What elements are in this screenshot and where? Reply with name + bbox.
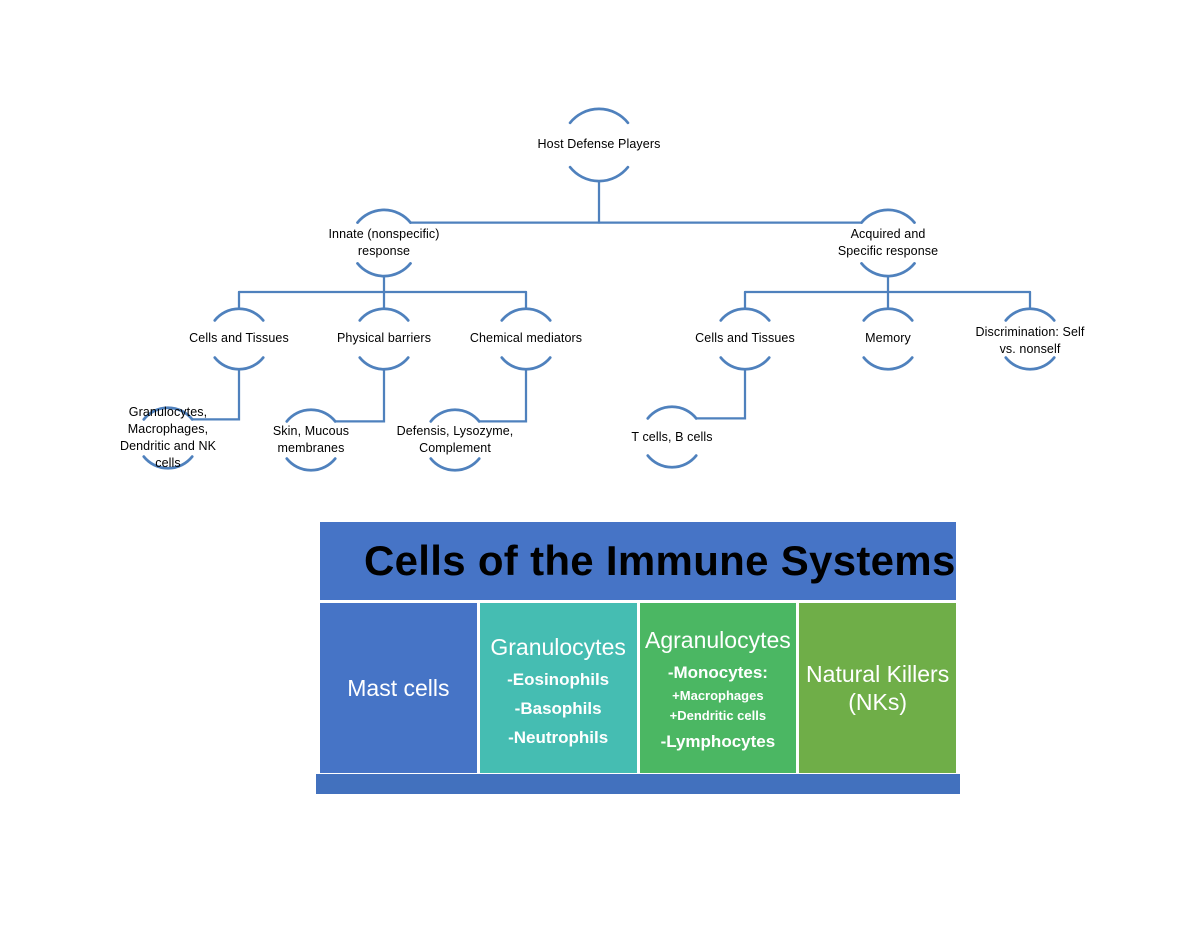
node-label-host: Host Defense Players — [537, 137, 661, 151]
connector-elbow-t-b-cells — [695, 368, 747, 420]
node-label-discrimination: Discrimination: Self vs. nonself — [975, 325, 1085, 356]
column-item-basophils: -Basophils — [514, 699, 602, 718]
column-item-neutrophils: -Neutrophils — [508, 728, 609, 747]
node-circle-innate — [356, 208, 412, 278]
node-circle-t-b-cells — [646, 405, 698, 469]
chart-title: Cells of the Immune Systems — [364, 537, 956, 584]
node-label-acquired: Acquired and Specific response — [837, 227, 939, 258]
node-circle-defensis — [429, 408, 481, 472]
column-item-lymphocytes: -Lymphocytes — [660, 732, 776, 751]
node-label-defensis: Defensis, Lysozyme, Complement — [396, 424, 514, 455]
node-label-chemical-mediators: Chemical mediators — [469, 331, 583, 345]
connector-elbow-defensis — [478, 368, 528, 423]
node-circle-cells-tissues-innate — [213, 307, 265, 371]
node-label-cells-tissues-acquired: Cells and Tissues — [695, 331, 795, 345]
column-heading-mast-cells: Mast cells — [347, 675, 450, 701]
hierarchy-tree-graphic — [142, 107, 1056, 472]
node-circle-memory — [862, 307, 914, 371]
tree-node-circles — [142, 107, 1056, 472]
node-circle-skin — [285, 408, 337, 472]
node-label-innate: Innate (nonspecific) response — [328, 227, 440, 258]
column-item-monocytes: -Monocytes: — [667, 663, 768, 682]
column-heading-agranulocytes: Agranulocytes — [645, 627, 791, 653]
chart-title-bar: Cells of the Immune Systems — [320, 522, 956, 600]
column-item-dendritic-cells: +Dendritic cells — [669, 708, 767, 723]
node-circle-cells-tissues-acquired — [719, 307, 771, 371]
column-heading-granulocytes: Granulocytes — [490, 634, 626, 660]
column-granulocytes: Granulocytes -Eosinophils -Basophils -Ne… — [479, 603, 637, 773]
node-circle-host — [568, 107, 630, 183]
node-label-physical-barriers: Physical barriers — [336, 331, 432, 345]
node-label-skin: Skin, Mucous membranes — [272, 424, 350, 455]
node-circle-physical-barriers — [358, 307, 410, 371]
column-heading-natural-killers: Natural Killers (NKs) — [806, 661, 950, 715]
immune-cells-chart: Cells of the Immune Systems Mast cells G… — [316, 522, 960, 794]
chart-footer-bar — [316, 774, 960, 794]
tree-connectors — [191, 180, 1032, 423]
connector-elbow-granulocytes — [191, 368, 241, 421]
column-item-eosinophils: -Eosinophils — [507, 670, 610, 689]
column-agranulocytes: Agranulocytes -Monocytes: +Macrophages +… — [639, 603, 797, 773]
connector-elbow-skin — [334, 368, 386, 423]
node-label-t-b-cells: T cells, B cells — [631, 430, 713, 444]
node-circle-discrimination — [1004, 307, 1056, 371]
node-circle-acquired — [860, 208, 916, 278]
node-label-memory: Memory — [865, 331, 911, 345]
node-circle-chemical-mediators — [500, 307, 552, 371]
node-label-granulocytes-leaf: Granulocytes, Macrophages, Dendritic and… — [119, 405, 217, 470]
column-item-macrophages: +Macrophages — [672, 688, 764, 703]
node-circle-granulocytes-leaf — [142, 406, 194, 470]
chart-columns: Mast cells Granulocytes -Eosinophils -Ba… — [320, 603, 956, 773]
column-mast-cells: Mast cells — [320, 603, 477, 773]
column-natural-killers: Natural Killers (NKs) — [799, 603, 956, 773]
node-label-cells-tissues-innate: Cells and Tissues — [189, 331, 289, 345]
